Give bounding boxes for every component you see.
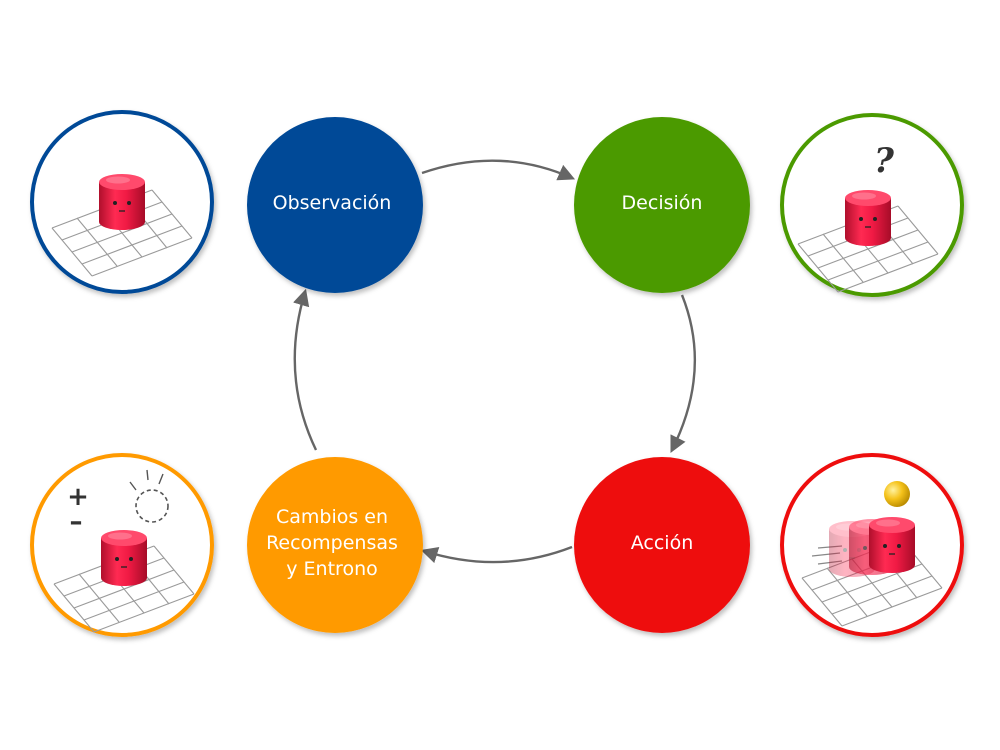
node-observation-label: Observación	[273, 192, 392, 214]
arrow-changes-to-observation	[293, 288, 318, 451]
node-observation: Observación	[247, 117, 423, 293]
node-decision-label: Decisión	[622, 192, 703, 214]
node-action-label: Acción	[631, 532, 694, 554]
robot-icon	[100, 529, 148, 587]
robot-icon	[98, 173, 146, 231]
plus-icon: +	[67, 482, 89, 512]
question-mark-icon: ?	[874, 141, 895, 181]
illustration-observation	[30, 110, 214, 294]
node-changes-label-line2: Recompensas	[266, 532, 398, 554]
minus-icon: –	[70, 507, 83, 537]
reward-ball-icon	[884, 481, 910, 507]
node-changes-label-line1: Cambios en	[276, 506, 388, 528]
empty-reward-icon	[129, 469, 169, 523]
node-changes-label-line3: y Entrono	[286, 558, 377, 580]
arrow-action-to-changes	[420, 545, 573, 564]
node-decision: Decisión	[574, 117, 750, 293]
illustration-action	[780, 453, 964, 637]
arrow-decision-to-action	[670, 294, 696, 454]
illustration-changes: + –	[30, 453, 214, 637]
robot-icon	[844, 189, 892, 247]
node-changes: Cambios en Recompensas y Entrono	[247, 457, 423, 633]
robot-icon	[868, 516, 916, 574]
node-action: Acción	[574, 457, 750, 633]
arrow-observation-to-decision	[421, 159, 576, 181]
illustration-decision: ?	[780, 113, 964, 297]
